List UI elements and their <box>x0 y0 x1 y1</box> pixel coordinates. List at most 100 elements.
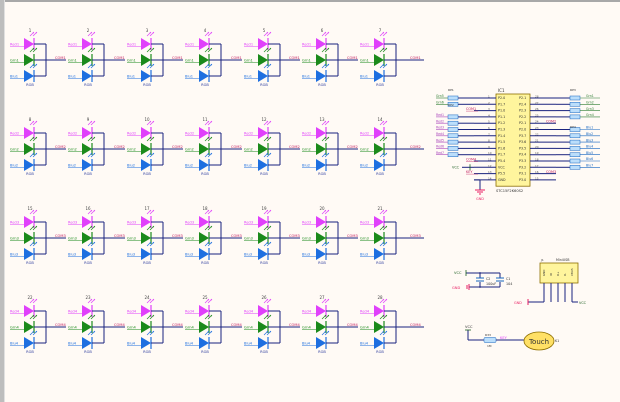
pin-label-red: Red1 <box>302 43 311 47</box>
led-triangle <box>141 337 151 349</box>
com-net-label: COM2 <box>172 145 183 149</box>
ray-arrow <box>152 153 154 155</box>
led-triangle <box>141 248 151 260</box>
led-green <box>258 314 272 333</box>
led-triangle <box>374 54 384 66</box>
ray-arrow <box>210 137 212 139</box>
resistor-array-ref: RP2 <box>448 103 454 107</box>
mcu-net-label: Red6 <box>436 145 444 149</box>
pin-number: 28 <box>535 95 539 99</box>
pin-label-green: Grn2 <box>302 148 311 152</box>
ray-arrow <box>327 153 329 155</box>
ray-arrow <box>385 64 387 66</box>
led-triangle <box>316 38 326 50</box>
pin-label-red: Red1 <box>185 43 194 47</box>
pin-label-green: Grn4 <box>127 326 136 330</box>
capacitor-ref: C2 <box>486 277 490 281</box>
led-triangle <box>141 54 151 66</box>
led-red <box>374 120 388 139</box>
mcu-net-label: Grn3 <box>586 107 594 111</box>
pin-label-green: Grn3 <box>68 237 77 241</box>
led-triangle <box>374 305 384 317</box>
pin-label-blue: Blu3 <box>127 253 135 257</box>
pin-label-red: Red4 <box>302 310 312 314</box>
com-net-label: COM4 <box>55 323 66 327</box>
ray-arrow <box>210 242 212 244</box>
pin-label-blue: Blu2 <box>68 164 76 168</box>
led-green <box>258 136 272 155</box>
pin-label-green: Grn4 <box>185 326 194 330</box>
led-designator: 25 <box>202 295 208 300</box>
ray-arrow <box>93 64 95 66</box>
led-green <box>374 47 388 66</box>
mcu-pin-right: P2.1 <box>519 121 526 125</box>
led-part-label: RGB <box>84 261 92 265</box>
mcu-pin-right: P2.0 <box>519 128 526 132</box>
com-net-label: COM4 <box>347 323 358 327</box>
ray-arrow <box>324 299 326 301</box>
pin-label-red: Red4 <box>68 310 78 314</box>
pin-label-blue: Blu4 <box>10 342 19 346</box>
com-net-label: COM3 <box>114 234 125 238</box>
ray-arrow <box>149 299 151 301</box>
ray-arrow <box>35 242 37 244</box>
led-red <box>82 298 96 317</box>
pin-number: 21 <box>535 139 539 143</box>
led-triangle <box>82 143 92 155</box>
pin-label-blue: Blu2 <box>244 164 252 168</box>
led-triangle <box>258 54 268 66</box>
ray-arrow <box>90 153 92 155</box>
pin-label-red: Red3 <box>360 221 369 225</box>
pin-number: 23 <box>535 126 539 130</box>
ray-arrow <box>90 210 92 212</box>
ray-arrow <box>93 210 95 212</box>
led-triangle <box>82 248 92 260</box>
led-blue <box>316 152 330 171</box>
ray-arrow <box>35 137 37 139</box>
led-triangle <box>24 337 34 349</box>
com-net-label: COM4 <box>114 323 125 327</box>
led-triangle <box>24 127 34 139</box>
mcu-net-label: KEY <box>466 170 473 174</box>
pin-label-blue: Blu2 <box>127 164 135 168</box>
led-blue <box>82 152 96 171</box>
led-triangle <box>24 248 34 260</box>
led-red <box>258 298 272 317</box>
pin-label-blue: Blu4 <box>360 342 369 346</box>
ray-arrow <box>149 32 151 34</box>
led-triangle <box>374 127 384 139</box>
pin-number: 5 <box>488 120 490 124</box>
led-part-label: RGB <box>260 172 268 176</box>
led-red <box>24 209 38 228</box>
pin-label-blue: Blu1 <box>185 75 193 79</box>
led-row-1: 1Red1Grn1Blu1RGBCOM12Red1Grn1Blu1RGBCOM1… <box>10 28 424 87</box>
resistor-array-element <box>569 114 581 120</box>
pin-label-blue: Blu2 <box>10 164 18 168</box>
led-part-label: RGB <box>260 261 268 265</box>
ray-arrow <box>269 226 271 228</box>
led-triangle <box>24 321 34 333</box>
led-triangle <box>141 232 151 244</box>
vcc-label: VCC <box>465 325 473 329</box>
led-green <box>82 136 96 155</box>
led-red <box>199 31 213 50</box>
ray-arrow <box>385 137 387 139</box>
ray-arrow <box>210 331 212 333</box>
led-triangle <box>316 248 326 260</box>
ray-arrow <box>149 210 151 212</box>
pin-label-green: Grn1 <box>302 59 311 63</box>
led-green <box>316 47 330 66</box>
com-net-label: COM1 <box>410 56 421 60</box>
pin-label-green: Grn4 <box>68 326 77 330</box>
led-part-label: RGB <box>201 261 209 265</box>
pin-label-blue: Blu3 <box>68 253 76 257</box>
ray-arrow <box>93 48 95 50</box>
ray-arrow <box>152 137 154 139</box>
led-blue <box>258 152 272 171</box>
mcu-pin-left: P2.0 <box>498 96 505 100</box>
led-designator: 28 <box>377 295 383 300</box>
ray-arrow <box>149 153 151 155</box>
